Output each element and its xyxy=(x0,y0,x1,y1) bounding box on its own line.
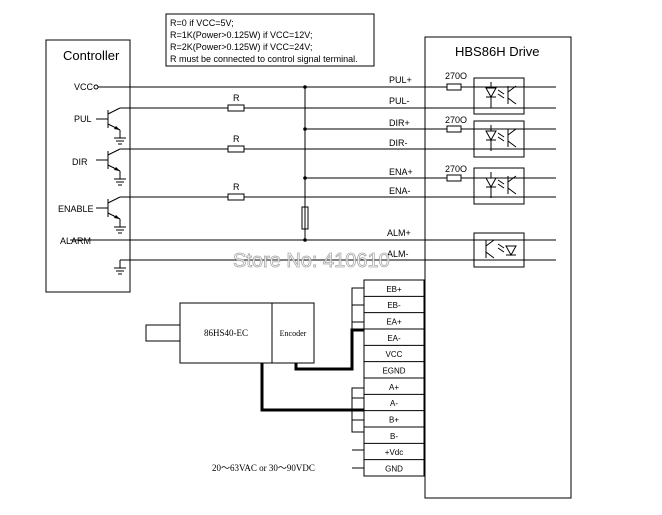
transistor-dir xyxy=(96,148,126,186)
encoder-box xyxy=(271,302,315,364)
terminal-block: EB+ EB- EA+ EA- VCC EGND A+ A- B+ B- +Vd… xyxy=(363,279,425,477)
optocoupler-ena xyxy=(473,167,525,205)
resistor-dir-label: R xyxy=(233,134,240,144)
motor-assembly: 86HS40-EC Encoder xyxy=(145,302,315,364)
tb-a-plus: A+ xyxy=(389,383,399,392)
resistor-note: R=0 if VCC=5V; R=1K(Power>0.125W) if VCC… xyxy=(165,13,375,67)
resistors-r: R R R xyxy=(227,93,309,230)
optocoupler-alm xyxy=(473,232,525,268)
drive-title: HBS86H Drive xyxy=(455,44,540,59)
resistor-alarm xyxy=(301,206,309,230)
drive-terminal-labels: PUL+ PUL- DIR+ DIR- ENA+ ENA- ALM+ ALM- xyxy=(387,75,413,259)
tb-b-minus: B- xyxy=(390,432,398,441)
terminal-dir-minus: DIR- xyxy=(389,138,408,148)
optocoupler-pul xyxy=(473,77,525,115)
controller-box xyxy=(45,39,131,293)
optocouplers xyxy=(473,77,525,268)
tb-vdc: +Vdc xyxy=(385,448,403,457)
pul-label: PUL xyxy=(74,114,92,124)
tb-eb-plus: EB+ xyxy=(386,285,402,294)
drive-resistors: 270O 270O 270O xyxy=(445,71,467,182)
store-watermark: Store No: 410610 xyxy=(233,250,390,272)
note-line-3: R=2K(Power>0.125W) if VCC=24V; xyxy=(170,42,312,52)
tb-gnd: GND xyxy=(385,464,403,473)
encoder-label: Encoder xyxy=(280,329,307,338)
resistor-pul-label: R xyxy=(233,93,240,103)
terminal-alm-plus: ALM+ xyxy=(387,228,411,238)
drive-box xyxy=(424,36,572,499)
r270-ena: 270O xyxy=(445,164,467,174)
transistor-enable xyxy=(96,196,126,234)
resistor-pul xyxy=(227,104,245,112)
resistor-ena-label: R xyxy=(233,182,240,192)
tb-ea-plus: EA+ xyxy=(386,317,402,326)
power-supply-text: 20～63VAC or 30～90VDC xyxy=(212,463,315,473)
tb-eb-minus: EB- xyxy=(387,301,401,310)
terminal-alm-minus: ALM- xyxy=(387,249,409,259)
resistor-dir xyxy=(227,145,245,153)
motor-wiring: 20～63VAC or 30～90VDC xyxy=(212,287,364,473)
note-line-4: R must be connected to control signal te… xyxy=(170,54,358,64)
optocoupler-dir xyxy=(473,120,525,158)
dir-label: DIR xyxy=(72,157,88,167)
terminal-ena-plus: ENA+ xyxy=(389,167,413,177)
controller-title: Controller xyxy=(63,48,120,63)
motor-shaft xyxy=(145,324,181,342)
terminal-ena-minus: ENA- xyxy=(389,186,411,196)
r270-dir: 270O xyxy=(445,115,467,125)
alarm-label: ALARM xyxy=(60,236,91,246)
note-line-1: R=0 if VCC=5V; xyxy=(170,18,234,28)
tb-ea-minus: EA- xyxy=(387,334,401,343)
enable-label: ENABLE xyxy=(58,204,94,214)
terminal-dir-plus: DIR+ xyxy=(389,118,410,128)
signal-wires xyxy=(70,84,556,275)
note-box xyxy=(165,13,375,67)
terminal-pul-minus: PUL- xyxy=(389,96,410,106)
motor-label: 86HS40-EC xyxy=(204,328,248,338)
tb-a-minus: A- xyxy=(390,399,398,408)
transistor-pul xyxy=(96,107,126,145)
terminal-pul-plus: PUL+ xyxy=(389,75,412,85)
tb-egnd: EGND xyxy=(382,366,405,375)
tb-b-plus: B+ xyxy=(389,415,399,424)
vcc-label: VCC xyxy=(74,82,94,92)
r270-pul: 270O xyxy=(445,71,467,81)
controller-block: Controller VCC PUL DIR ENABLE ALARM xyxy=(45,39,131,293)
resistor-ena xyxy=(227,193,245,201)
tb-vcc: VCC xyxy=(386,350,403,359)
drive-block: HBS86H Drive xyxy=(424,36,572,499)
note-line-2: R=1K(Power>0.125W) if VCC=12V; xyxy=(170,30,312,40)
